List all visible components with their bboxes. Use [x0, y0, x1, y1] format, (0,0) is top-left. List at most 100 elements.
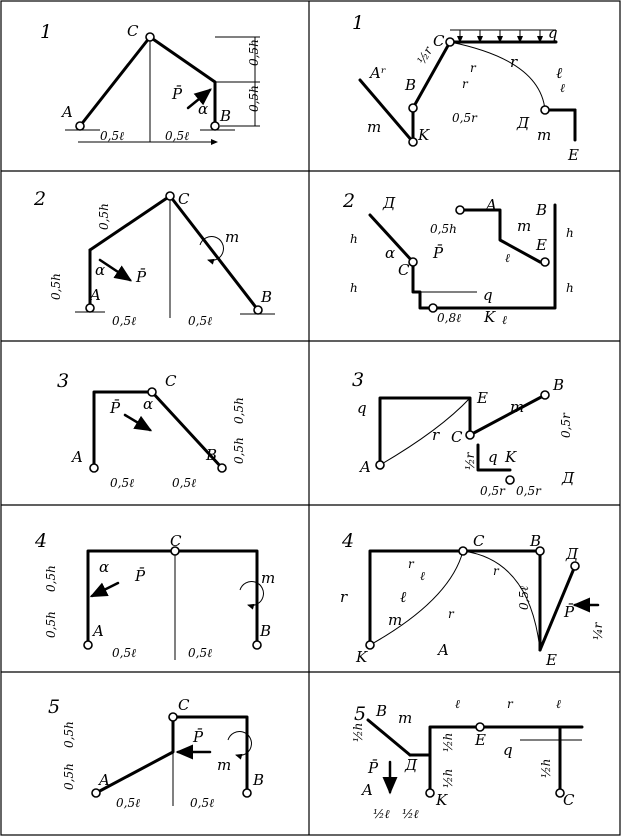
label-m1: m — [367, 118, 381, 136]
dim-half-l2: ½ℓ — [402, 807, 419, 821]
dim-05l: 0,5ℓ — [517, 586, 531, 610]
dim-half-h4: ½h — [539, 759, 553, 778]
label-m: m — [261, 569, 275, 587]
label-B: B — [260, 288, 272, 306]
label-K: K — [417, 126, 430, 144]
label-q: q — [503, 741, 513, 759]
variant-number: 5 — [48, 696, 60, 718]
label-q1: q — [357, 399, 367, 417]
label-A: A — [70, 448, 83, 466]
label-P: P̄ — [134, 567, 146, 585]
dim-l1: ℓ — [455, 697, 460, 711]
dim-h-top: 0,5h — [44, 565, 58, 592]
label-E: E — [476, 389, 488, 407]
dim-h-top: 0,5h — [62, 721, 76, 748]
dim-l-left: 0,5ℓ — [112, 314, 136, 328]
label-B: B — [252, 771, 264, 789]
diagram-5-right: 5 B m Д P̄ A K E q C ℓ r ℓ ½h ½h ½h ½ℓ ½… — [351, 697, 584, 821]
diagram-4-left: 4 C A B P̄ m α 0,5h 0,5h 0,5ℓ 0,5ℓ — [34, 530, 275, 660]
dim-05r: 0,5r — [452, 111, 478, 125]
dim-l-right: 0,5ℓ — [190, 796, 214, 810]
variant-number: 4 — [341, 530, 354, 552]
dim-h-top: 0,5h — [97, 203, 111, 230]
label-q2: q — [488, 448, 498, 466]
label-m: m — [217, 756, 231, 774]
label-C: C — [473, 532, 485, 550]
label-B: B — [375, 702, 387, 720]
dim-h1: h — [350, 232, 358, 246]
label-P: P̄ — [171, 85, 183, 103]
diagram-2-right: 2 Д A B C E K P̄ m q α h 0,5h h h h ℓ 0,… — [342, 190, 574, 327]
label-alpha: α — [198, 100, 208, 118]
label-alpha: α — [143, 395, 153, 413]
dim-l-right: 0,5ℓ — [188, 314, 212, 328]
dim-l-right: 0,5ℓ — [188, 646, 212, 660]
label-K: K — [435, 791, 448, 809]
diagram-4-right: 4 C B Д A K E m P̄ r ℓ r r r 0,5ℓ ¼r ℓ — [340, 530, 605, 669]
label-r: r — [340, 588, 348, 606]
dim-l-right: 0,5ℓ — [165, 129, 189, 143]
dim-l-left: 0,5ℓ — [110, 476, 134, 490]
label-B: B — [219, 107, 231, 125]
dim-h-top: 0,5h — [232, 397, 246, 424]
diagram-1-left: 1 C A B P̄ α 0,5ℓ 0,5ℓ 0,5h 0,5h — [40, 21, 261, 145]
label-A: A — [436, 641, 449, 659]
dim-l-left: 0,5ℓ — [112, 646, 136, 660]
dim-l: ℓ — [505, 251, 510, 265]
dim-r: r — [507, 697, 514, 711]
dim-h4: h — [566, 226, 574, 240]
dim-h-bottom: 0,5h — [232, 437, 246, 464]
label-r: r — [432, 426, 440, 444]
dim-r-b: r — [470, 61, 477, 75]
label-m2: m — [537, 126, 551, 144]
label-l: ℓ — [556, 64, 562, 82]
label-C: C — [433, 32, 445, 50]
label-D: Д — [382, 194, 396, 212]
label-P: P̄ — [192, 728, 204, 746]
dim-h-bottom: 0,5h — [44, 611, 58, 638]
dim-h3: h — [350, 281, 358, 295]
label-C: C — [398, 261, 410, 279]
dim-l-right: 0,5ℓ — [172, 476, 196, 490]
label-A: A — [360, 781, 373, 799]
dim-h-top: 0,5h — [247, 39, 261, 66]
label-P: P̄ — [367, 759, 379, 777]
label-r: r — [510, 53, 518, 71]
dim-05r: 0,5r — [559, 412, 573, 438]
label-A: Aʳ — [368, 64, 386, 82]
label-m: m — [388, 611, 402, 629]
label-B: B — [535, 201, 547, 219]
diagram-1-right: 1 C q Aʳ B K Д E m m r ℓ ½r r r 0,5r ℓ — [352, 12, 579, 164]
label-D: Д — [404, 756, 418, 774]
variant-number: 3 — [57, 370, 69, 392]
label-m: m — [398, 709, 412, 727]
label-D: Д — [516, 114, 530, 132]
label-alpha: α — [99, 558, 109, 576]
dim-h5: h — [566, 281, 574, 295]
variant-number: 2 — [33, 188, 46, 210]
dim-half-h1: ½h — [351, 723, 365, 742]
label-C: C — [563, 791, 575, 809]
dim-l-left: 0,5ℓ — [116, 796, 140, 810]
label-D: Д — [561, 469, 575, 487]
label-P: P̄ — [563, 603, 575, 621]
dim-quarter-r: ¼r — [591, 621, 605, 640]
label-B: B — [529, 532, 541, 550]
label-m: m — [225, 228, 239, 246]
diagram-3-left: 3 C A B P̄ α 0,5h 0,5h 0,5ℓ 0,5ℓ — [57, 370, 246, 490]
label-B: B — [552, 376, 564, 394]
dim-h-left: 0,5h — [49, 273, 63, 300]
dim-half-h3: ½h — [441, 769, 455, 788]
dim-r1: r — [408, 557, 415, 571]
dim-l2: ℓ — [556, 697, 561, 711]
label-C: C — [178, 696, 190, 714]
label-A: A — [60, 103, 73, 121]
label-m: m — [510, 398, 524, 416]
variant-number: 4 — [34, 530, 47, 552]
label-l: ℓ — [400, 588, 406, 606]
label-C: C — [178, 190, 190, 208]
label-q: q — [548, 24, 558, 42]
